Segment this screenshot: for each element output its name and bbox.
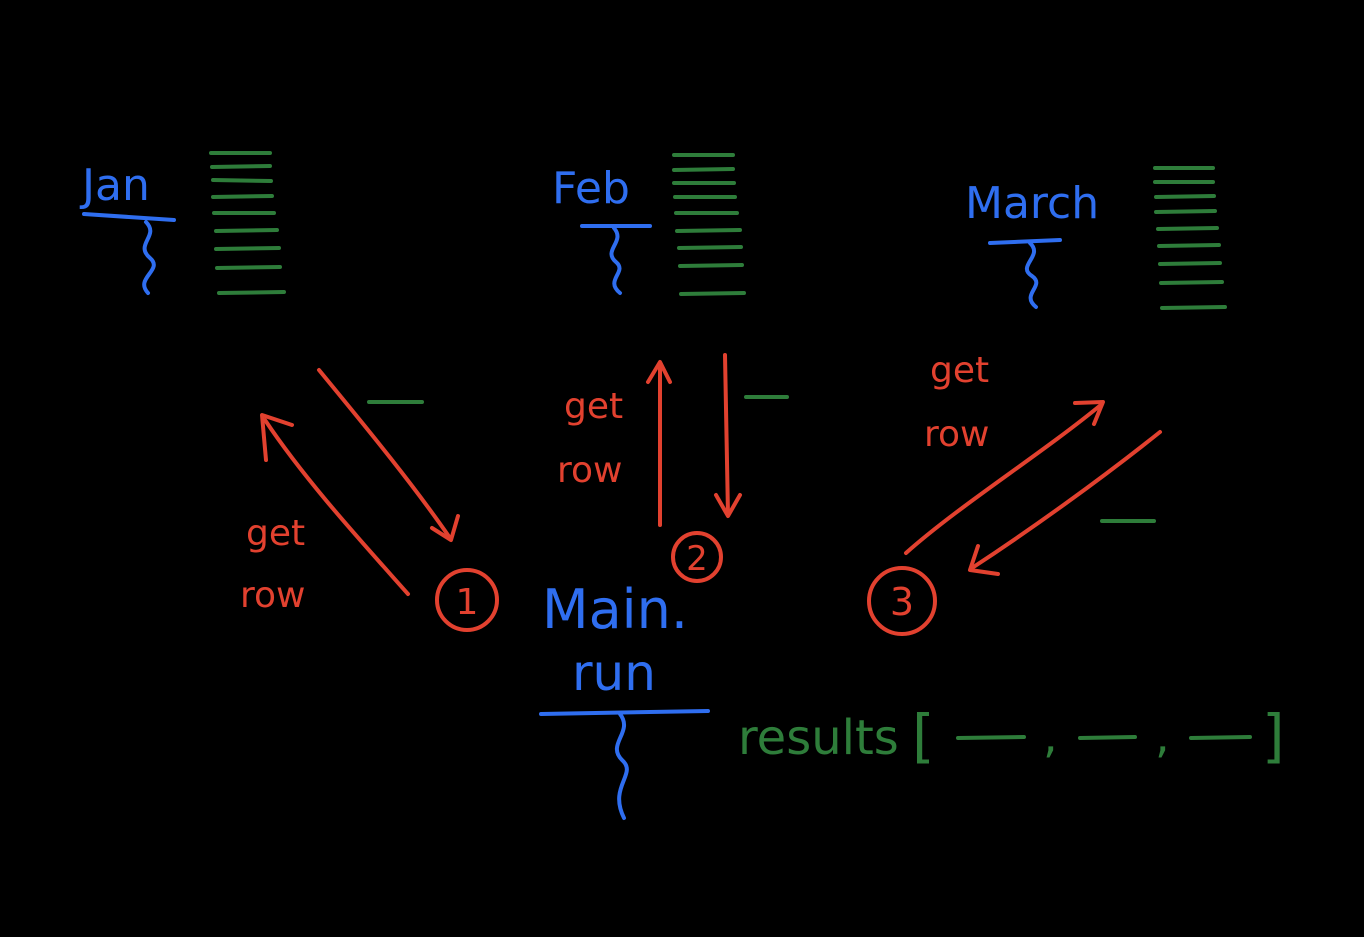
arrow-head xyxy=(260,413,294,462)
jan-row-line xyxy=(214,246,281,251)
step-circle xyxy=(867,566,937,636)
jan-label: Jan xyxy=(79,160,150,211)
results-array: results [ , , ] xyxy=(738,702,1285,770)
march-get-row-arrow xyxy=(904,400,1105,555)
arrow-head xyxy=(1073,400,1105,426)
feb-thread-squiggle xyxy=(609,226,622,295)
arrow-shaft xyxy=(904,402,1104,555)
jan-row-line xyxy=(215,265,282,270)
get-text: get xyxy=(930,350,989,391)
step-circle xyxy=(671,531,723,583)
main-line2: run xyxy=(572,644,656,702)
feb-rows xyxy=(672,153,746,296)
step-3-marker: 3 xyxy=(867,566,937,636)
get-text: get xyxy=(564,386,623,427)
march-thread-squiggle xyxy=(1024,241,1039,309)
march-row-line xyxy=(1157,243,1221,248)
main-run-group: Main. run xyxy=(539,578,710,820)
results-label: results xyxy=(738,710,899,766)
result-slot-dash xyxy=(956,735,1026,740)
march-row-line xyxy=(1154,194,1216,199)
feb-row-line xyxy=(679,291,746,296)
jan-group: Jan xyxy=(79,151,286,295)
march-row-line xyxy=(1160,305,1227,310)
jan-underline xyxy=(82,212,176,222)
jan-row-line xyxy=(214,228,279,233)
feb-row-line xyxy=(678,263,744,268)
main-line1: Main. xyxy=(542,578,688,641)
row-text: row xyxy=(924,414,989,455)
step-number: 2 xyxy=(686,539,708,579)
feb-get-row-arrow xyxy=(646,360,672,527)
arrow-shaft xyxy=(317,368,452,540)
jan-row-line xyxy=(211,194,274,199)
arrow-head xyxy=(714,493,742,518)
arrow-shaft xyxy=(970,430,1162,570)
march-get-row-label: get row xyxy=(924,350,989,455)
arrow-shaft xyxy=(723,353,730,517)
step-1-marker: 1 xyxy=(435,568,499,632)
march-label: March xyxy=(965,178,1099,229)
march-group: March xyxy=(965,166,1227,310)
feb-label: Feb xyxy=(552,163,630,214)
main-underline xyxy=(539,709,710,716)
jan-get-row-arrow xyxy=(260,413,410,596)
result-slot-dash xyxy=(1078,735,1137,740)
march-row-line xyxy=(1156,226,1219,231)
march-rows xyxy=(1153,166,1227,310)
feb-row-line xyxy=(675,228,742,233)
feb-return-arrow xyxy=(714,353,742,518)
march-row-line xyxy=(1154,209,1217,214)
jan-get-row-label: get row xyxy=(240,513,305,616)
results-open-bracket: [ xyxy=(912,702,935,770)
arrow-shaft xyxy=(263,418,410,596)
step-number: 3 xyxy=(890,580,914,624)
march-row-line xyxy=(1159,280,1224,285)
jan-return-arrow xyxy=(317,368,460,542)
jan-row-line xyxy=(210,164,272,169)
jan-rows xyxy=(209,151,286,295)
results-separator: , xyxy=(1043,709,1058,763)
jan-thread-squiggle xyxy=(142,220,156,295)
arrow-head xyxy=(646,360,672,384)
march-underline xyxy=(988,238,1062,245)
feb-row-line xyxy=(672,167,735,172)
feb-group: Feb xyxy=(552,153,746,296)
results-close-bracket: ] xyxy=(1262,702,1285,770)
get-text: get xyxy=(246,513,305,554)
march-return-arrow xyxy=(968,430,1162,576)
step-2-marker: 2 xyxy=(671,531,723,583)
results-separator: , xyxy=(1155,709,1170,763)
feb-row-line xyxy=(677,245,743,250)
row-text: row xyxy=(240,575,305,616)
row-text: row xyxy=(557,450,622,491)
main-thread-squiggle xyxy=(614,712,629,820)
march-row-line xyxy=(1158,261,1222,266)
feb-get-row-label: get row xyxy=(557,386,623,491)
step-number: 1 xyxy=(456,582,479,623)
jan-row-line xyxy=(217,290,286,295)
arrow-head xyxy=(968,544,1000,576)
result-slot-dash xyxy=(1189,735,1252,740)
step-circle xyxy=(435,568,499,632)
arrow-head xyxy=(430,514,460,542)
jan-row-line xyxy=(211,178,273,183)
